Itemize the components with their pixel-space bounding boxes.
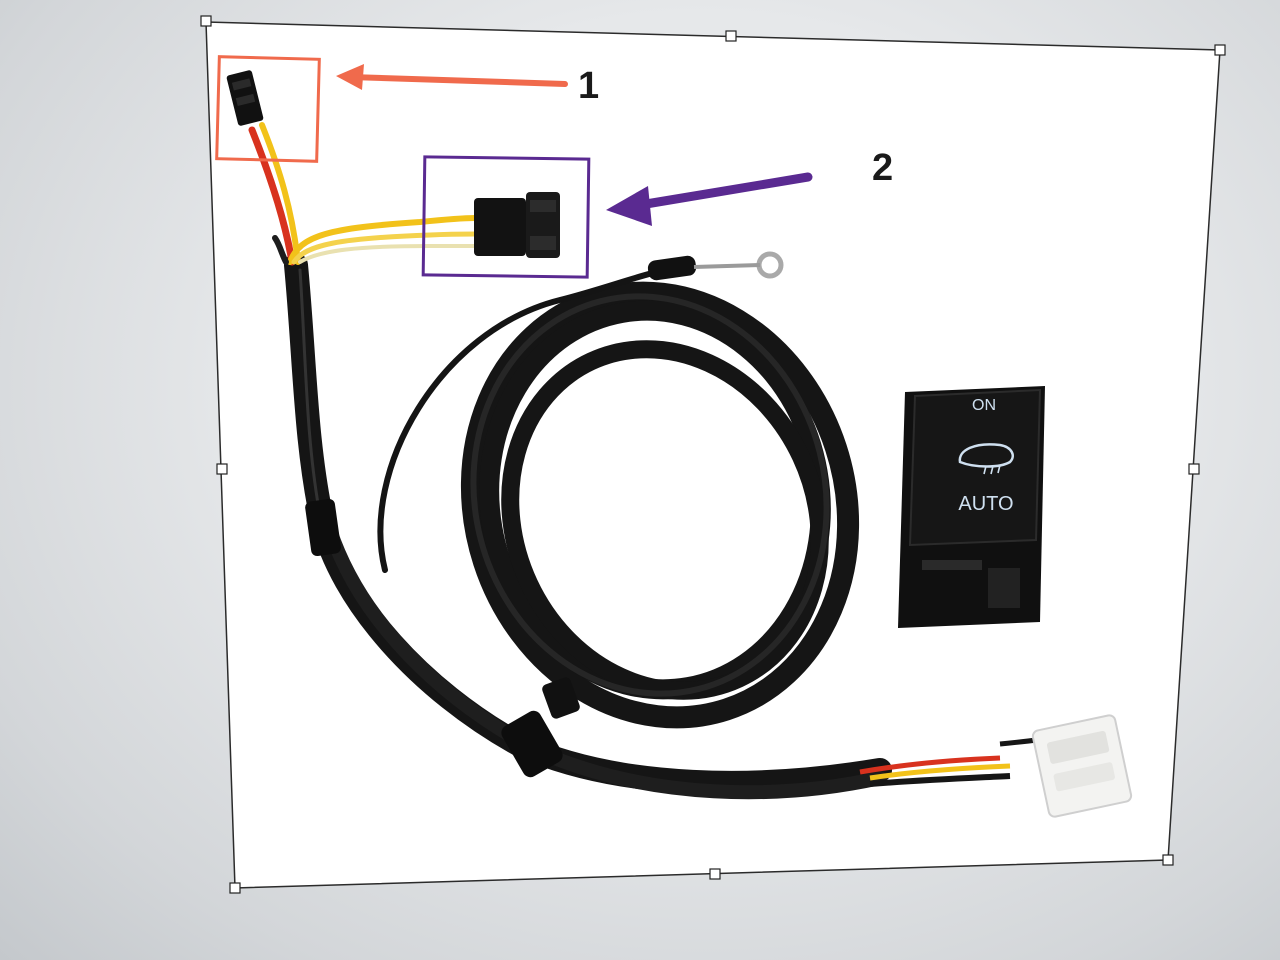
resize-handle-bottom-left[interactable] <box>229 882 241 894</box>
switch-auto-label: AUTO <box>958 493 1013 515</box>
connector-wires <box>248 122 479 266</box>
callout-1-arrow-head <box>336 64 364 90</box>
callout-2-number: 2 <box>872 147 893 189</box>
callout-1: 1 <box>215 55 599 163</box>
white-harness-connector <box>859 714 1133 818</box>
wiring-harness: ON AUTO <box>226 70 1133 818</box>
resize-handle-top-left[interactable] <box>200 15 212 27</box>
connector-1-plug <box>226 70 264 126</box>
resize-handle-top-right[interactable] <box>1214 44 1226 56</box>
resize-handle-right[interactable] <box>1188 463 1200 475</box>
callout-2-arrow-shaft <box>635 172 813 210</box>
callout-2: 2 <box>421 147 893 279</box>
resize-handle-top[interactable] <box>725 30 737 42</box>
resize-handle-left[interactable] <box>216 463 228 475</box>
callout-2-arrow-head <box>606 186 652 226</box>
mirror-heater-switch: ON AUTO <box>898 386 1045 628</box>
callout-1-arrow-shaft <box>347 74 568 87</box>
switch-on-label: ON <box>972 397 996 414</box>
image-selection-frame <box>200 15 1226 894</box>
main-trunk-cable <box>284 253 892 800</box>
resize-handle-bottom-right[interactable] <box>1162 854 1174 866</box>
ground-wire <box>377 251 784 573</box>
resize-handle-bottom[interactable] <box>709 868 721 880</box>
callout-1-box <box>215 55 321 163</box>
heated-mirror-icon <box>958 443 1014 475</box>
callout-2-box <box>421 155 591 279</box>
connector-2-plug <box>474 192 560 258</box>
callout-1-number: 1 <box>578 65 599 107</box>
cable-coil <box>460 281 860 729</box>
